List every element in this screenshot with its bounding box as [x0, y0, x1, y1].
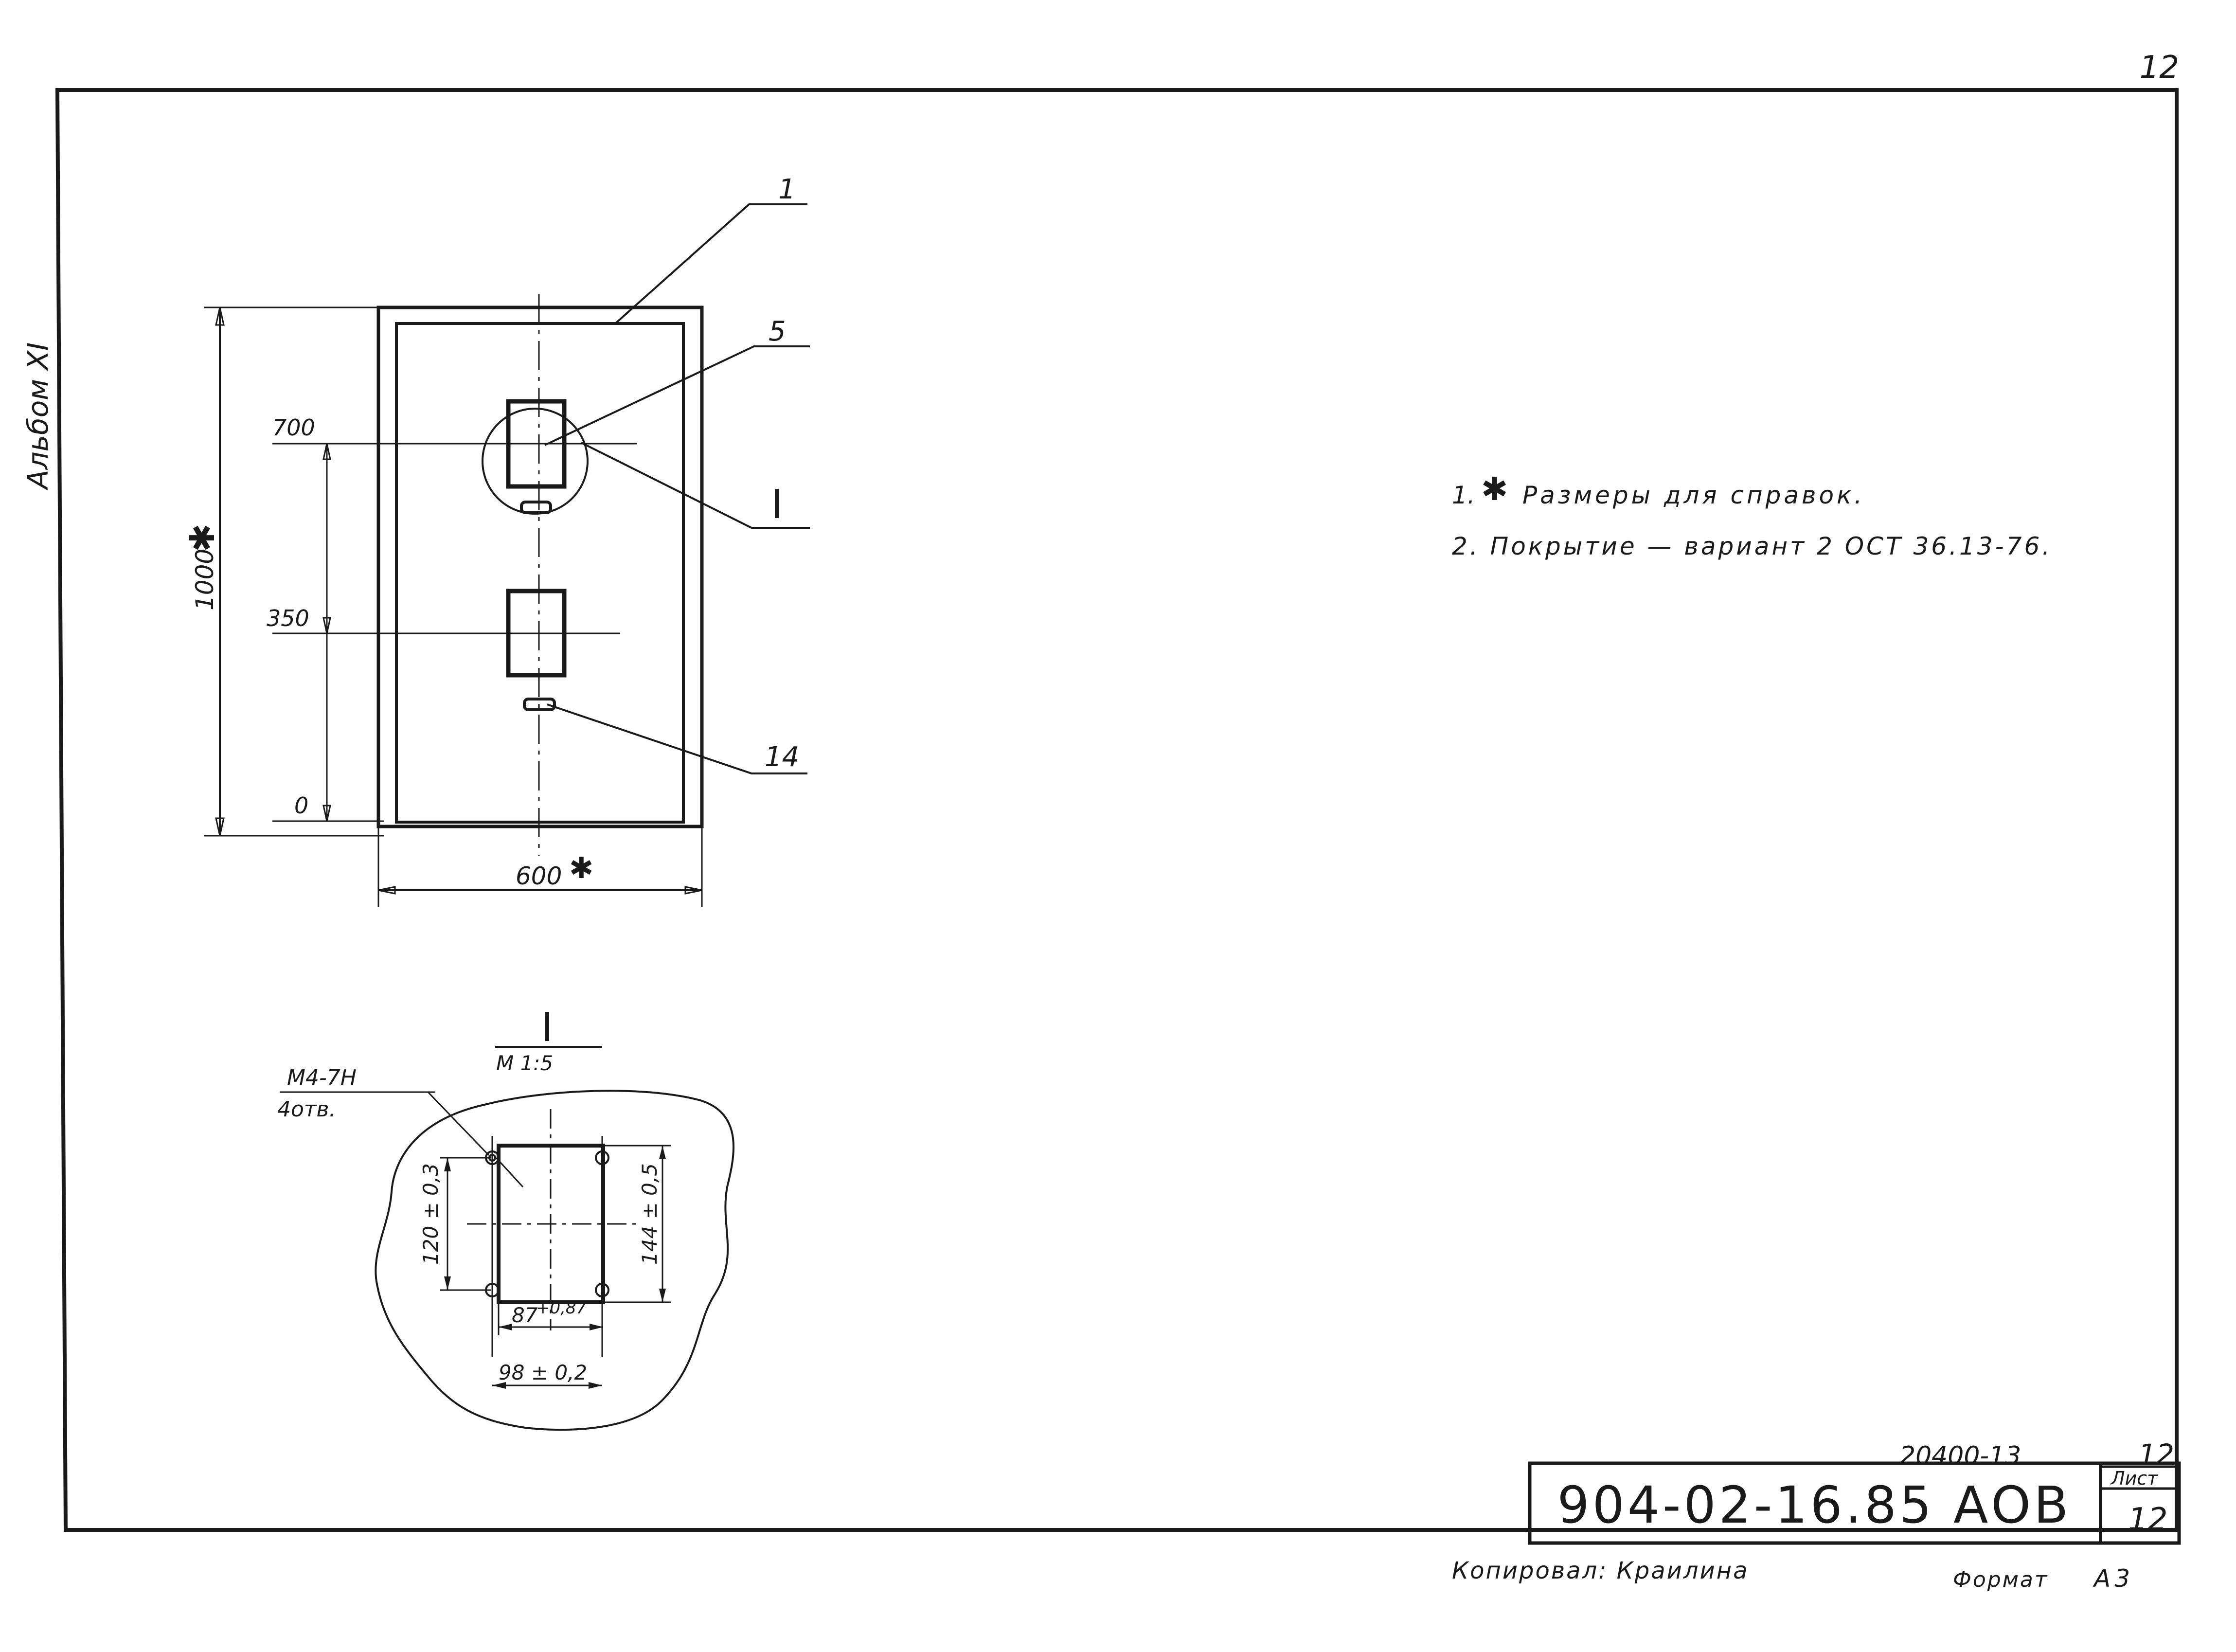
side-album-label: Альбом XI: [21, 342, 54, 491]
sheet-label: Лист: [2110, 1468, 2159, 1489]
svg-text:✱: ✱: [569, 851, 593, 885]
callout-5: 5: [769, 316, 786, 347]
main-view: 1 5 I 14 1000 ✱ 700 350 0 600 ✱: [182, 174, 810, 907]
lower-latch: [523, 698, 556, 711]
callout-14: 14: [765, 741, 799, 773]
corner-sheet-number: 12: [2140, 50, 2179, 86]
svg-text:✱: ✱: [182, 523, 222, 552]
format-value: А3: [2093, 1564, 2134, 1593]
upper-window: [506, 399, 567, 489]
detail-break-outline: [375, 1090, 734, 1431]
note-1-number: 1.: [1452, 481, 1475, 509]
upper-latch: [520, 501, 552, 514]
lower-window: [506, 589, 567, 678]
detail-i-circle: [482, 408, 589, 515]
dim-600: 600: [516, 862, 562, 890]
dim-1000: 1000: [191, 549, 219, 611]
callout-1: 1: [778, 174, 796, 205]
title-block: 20400-13 12 904-02-16.85 АОВ Лист 12: [1528, 1438, 2181, 1545]
dim-350: 350: [267, 605, 309, 631]
thread-label: М4-7Н: [287, 1065, 357, 1090]
format-label: Формат: [1953, 1567, 2049, 1592]
detail-scale: М 1:5: [496, 1051, 553, 1075]
note-1-text: Размеры для справок.: [1522, 481, 1865, 509]
panel-inner-outline: [395, 322, 685, 824]
detail-view: I М 1:5 М4-7Н 4отв. 120 ± 0,3: [277, 1005, 734, 1431]
detail-title: I: [541, 1005, 553, 1051]
panel-outer-outline: [376, 305, 704, 828]
sheet-frame: [55, 88, 2179, 1532]
designation-box: [1528, 1461, 2181, 1545]
sheet-number: 12: [2128, 1502, 2167, 1538]
notes: 1. ✱ Размеры для справок. 2. Покрытие — …: [1452, 470, 2052, 560]
archive-number: 20400-13: [1899, 1441, 2021, 1471]
designation: 904-02-16.85 АОВ: [1557, 1475, 2071, 1535]
dim-144: 144 ± 0,5: [638, 1163, 662, 1265]
note-2: 2. Покрытие — вариант 2 ОСТ 36.13-76.: [1452, 532, 2052, 560]
svg-text:✱: ✱: [1481, 470, 1508, 508]
dim-87: 87: [512, 1303, 538, 1327]
copied-by: Копировал: Краилина: [1452, 1557, 1749, 1584]
holes-count-label: 4отв.: [277, 1097, 336, 1122]
dim-98: 98 ± 0,2: [499, 1361, 587, 1384]
callout-detail-i: I: [771, 482, 783, 528]
dim-120: 120 ± 0,3: [419, 1163, 443, 1265]
dim-700: 700: [272, 414, 315, 441]
dim-87-tolerance: +0,87: [536, 1298, 587, 1318]
dim-0: 0: [294, 792, 308, 819]
